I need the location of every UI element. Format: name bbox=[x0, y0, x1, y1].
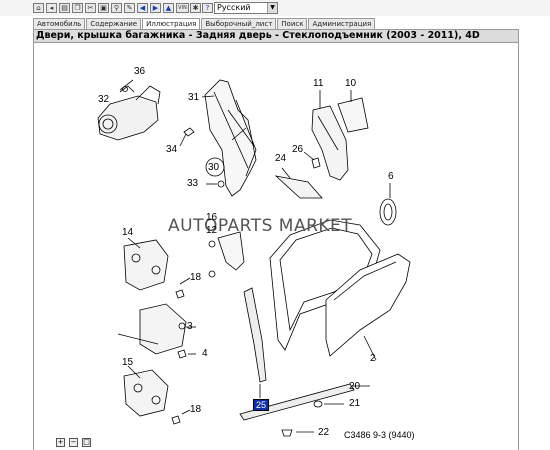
tab-selection-list[interactable]: Выборочный_лист bbox=[201, 18, 277, 29]
part-label-26[interactable]: 26 bbox=[292, 144, 304, 155]
part-label-6[interactable]: 6 bbox=[388, 171, 394, 182]
rear-door-skin[interactable] bbox=[325, 253, 411, 357]
part-label-20[interactable]: 20 bbox=[349, 381, 361, 392]
note-icon[interactable]: ✎ bbox=[124, 3, 135, 13]
tab-vehicle[interactable]: Автомобиль bbox=[33, 18, 86, 29]
weatherstrip[interactable] bbox=[243, 287, 267, 383]
image-reference: C3486 9-3 (9440) bbox=[344, 430, 415, 440]
watermark: AUTOPARTS MARKET bbox=[168, 216, 353, 236]
vin-icon[interactable]: VIN bbox=[176, 3, 189, 13]
part-label-21[interactable]: 21 bbox=[349, 398, 361, 409]
chevron-down-icon: ▼ bbox=[267, 3, 277, 13]
print-icon[interactable]: ▤ bbox=[59, 3, 70, 13]
part-label-25-highlight: 25 bbox=[253, 399, 270, 411]
help-icon[interactable]: ? bbox=[202, 3, 213, 13]
part-label-4[interactable]: 4 bbox=[202, 348, 208, 359]
part-label-14[interactable]: 14 bbox=[122, 227, 134, 238]
rear-door-frame[interactable] bbox=[269, 219, 381, 351]
tab-administration[interactable]: Администрация bbox=[308, 18, 376, 29]
tab-search[interactable]: Поиск bbox=[277, 18, 308, 29]
zoom-out-icon[interactable]: − bbox=[69, 438, 78, 447]
part-label-25[interactable]: 25 bbox=[253, 399, 270, 411]
parts-diagram bbox=[97, 79, 411, 437]
part-label-30[interactable]: 30 bbox=[208, 162, 220, 173]
forward-arrow-icon[interactable]: ▶ bbox=[150, 3, 161, 13]
part-label-12[interactable]: 12 bbox=[206, 225, 218, 236]
language-select[interactable]: Русский ▼ bbox=[214, 2, 278, 14]
part-label-3[interactable]: 3 bbox=[187, 321, 193, 332]
part-label-15[interactable]: 15 bbox=[122, 357, 134, 368]
gear-icon[interactable]: ✱ bbox=[190, 3, 201, 13]
cut-icon[interactable]: ✂ bbox=[85, 3, 96, 13]
part-label-32[interactable]: 32 bbox=[98, 94, 110, 105]
tab-bar: Автомобиль Содержание Иллюстрация Выборо… bbox=[33, 18, 376, 29]
part-label-18b[interactable]: 18 bbox=[190, 404, 202, 415]
part-label-18[interactable]: 18 bbox=[190, 272, 202, 283]
part-label-16[interactable]: 16 bbox=[206, 212, 218, 223]
zoom-fit-icon[interactable]: □ bbox=[82, 438, 91, 447]
upper-hinge[interactable] bbox=[123, 239, 169, 291]
lower-hinge[interactable] bbox=[123, 369, 169, 417]
door-panel-10[interactable] bbox=[337, 97, 369, 133]
home-icon[interactable]: ⌂ bbox=[33, 3, 44, 13]
part-label-36[interactable]: 36 bbox=[134, 66, 146, 77]
up-arrow-icon[interactable]: ▲ bbox=[163, 3, 174, 13]
part-label-11[interactable]: 11 bbox=[313, 78, 324, 89]
window-regulator[interactable] bbox=[204, 79, 257, 197]
back-arrow-icon[interactable]: ◀ bbox=[137, 3, 148, 13]
tab-illustration[interactable]: Иллюстрация bbox=[142, 18, 201, 29]
find-icon[interactable]: ⚲ bbox=[111, 3, 122, 13]
language-value: Русский bbox=[217, 3, 251, 12]
tab-contents[interactable]: Содержание bbox=[86, 18, 142, 29]
page-title: Двери, крышка багажника - Задняя дверь -… bbox=[33, 29, 519, 43]
paste-icon[interactable]: ▣ bbox=[98, 3, 109, 13]
copy-icon[interactable]: ❐ bbox=[72, 3, 83, 13]
lower-check-strap[interactable] bbox=[117, 303, 187, 355]
part-label-10[interactable]: 10 bbox=[345, 78, 357, 89]
zoom-in-icon[interactable]: + bbox=[56, 438, 65, 447]
toolbar: ⌂ ◂ ▤ ❐ ✂ ▣ ⚲ ✎ ◀ ▶ ▲ VIN ✱ ? Русский ▼ bbox=[0, 0, 550, 16]
part-label-22[interactable]: 22 bbox=[318, 427, 330, 438]
part-label-31[interactable]: 31 bbox=[188, 92, 200, 103]
part-label-2[interactable]: 2 bbox=[370, 353, 376, 364]
back-icon[interactable]: ◂ bbox=[46, 3, 57, 13]
part-label-34[interactable]: 34 bbox=[166, 144, 178, 155]
part-label-24[interactable]: 24 bbox=[275, 153, 287, 164]
door-bracket-11[interactable] bbox=[311, 105, 349, 181]
part-label-33[interactable]: 33 bbox=[187, 178, 199, 189]
